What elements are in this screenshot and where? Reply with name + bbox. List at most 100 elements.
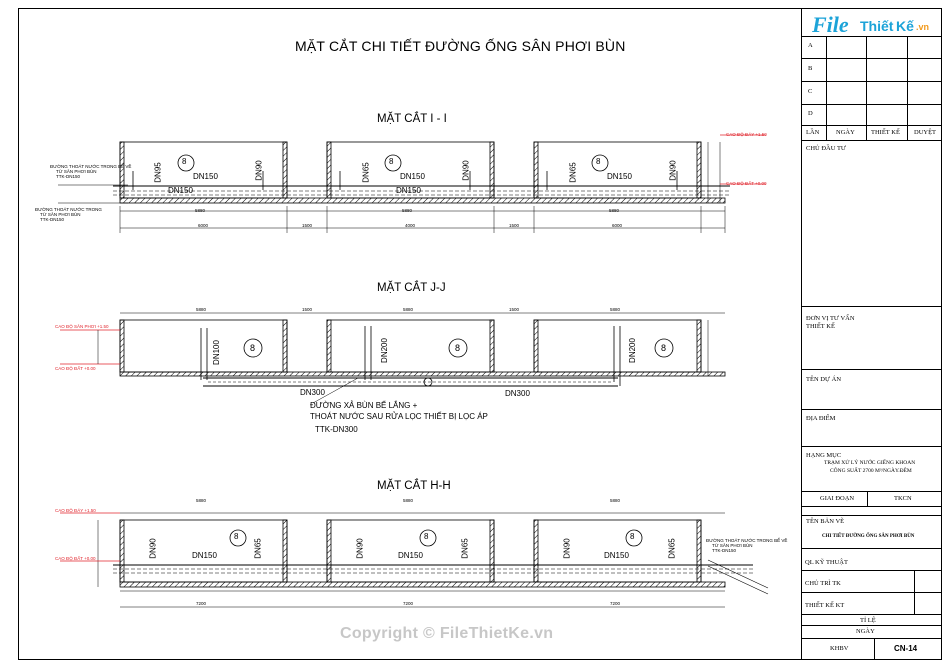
section-j-elev-bot: CAO ĐỘ ĐẤT +0.00 [55,366,96,371]
tb-line [802,306,942,307]
section-h-elev-top: CAO ĐỘ ĐÁY +1.50 [55,508,96,513]
section-j-marker-3: 8 [661,343,667,353]
section-i-drawing [58,134,766,233]
tb-so-ban-ve: CN-14 [894,644,918,653]
tb-vline [867,491,868,506]
section-j-label-dn200-a: DN200 [379,338,389,363]
section-h-marker-3: 8 [630,532,635,541]
section-j-dim-4: 1500 [509,307,520,312]
section-j-marker-2: 8 [455,343,461,353]
tb-col-thiet-ke: THIẾT KẾ [871,129,900,136]
section-i-label-dn65-c: DN65 [568,162,578,183]
section-h-marker-2: 8 [424,532,429,541]
section-h-dim-1: 5880 [196,498,207,503]
section-h-label-dn90-b: DN90 [355,538,365,559]
section-i-elev-bot: CAO ĐỘ ĐẤT +0.00 [726,181,767,186]
section-i-left-note-6: TTK-DN150 [40,217,65,222]
section-j-note-2: THOÁT NƯỚC SAU RỬA LỌC THIẾT BỊ LỌC ÁP [310,412,488,421]
section-i-dim-2: 1500 [302,223,313,228]
section-i-marker-3: 8 [596,157,601,166]
drawing-main-title: MẶT CẮT CHI TIẾT ĐƯỜNG ỐNG SÂN PHƠI BÙN [295,38,626,54]
tb-line [802,491,942,492]
section-i-left-note-5: TỪ SÂN PHƠI BÙN [40,212,81,217]
section-i-dim-6: 5880 [195,208,206,213]
tb-rev-d: D [808,110,813,117]
tb-giai-doan: GIAI ĐOẠN [820,495,855,502]
logo-vn-text: .vn [916,22,930,32]
tb-line [802,125,942,126]
tb-chu-dau-tu: CHỦ ĐẦU TƯ [806,145,846,152]
section-i-left-note-3: TTK-DN150 [56,174,81,179]
section-i-left-note-4: ĐƯỜNG THOÁT NƯỚC TRONG [35,207,102,212]
tb-line [802,515,942,516]
tb-dia-diem: ĐỊA ĐIỂM [806,415,836,422]
tb-line [802,446,942,447]
section-j-dim-3: 5880 [403,307,414,312]
tb-line [802,81,942,82]
section-h-label-dn150-b: DN150 [398,551,423,560]
section-i-title: MẶT CẮT I - I [377,113,447,125]
section-i-dim-1: 6000 [198,223,209,228]
section-i-marker-1: 8 [182,157,187,166]
section-i-label-dn90-c: DN90 [668,160,678,181]
section-h-dim-5: 7200 [403,601,414,606]
section-j-drawing [60,312,726,404]
section-h-label-dn150-c: DN150 [604,551,629,560]
tb-line [802,36,942,37]
tb-rev-c: C [808,88,813,95]
section-h-elev-bot: CAO ĐỘ ĐẤT +0.00 [55,556,96,561]
tb-line [802,548,942,549]
tb-rev-a: A [808,42,813,49]
tb-hang-muc: HẠNG MỤC [806,452,842,459]
tb-ten-ban-ve-val: CHI TIẾT ĐƯỜNG ỐNG SÂN PHƠI BÙN [822,534,915,539]
section-h-drawing [60,512,769,608]
section-h-dim-2: 5880 [403,498,414,503]
section-i-left-note-2: TỪ SÂN PHƠI BÙN [56,169,97,174]
tb-rev-b: B [808,65,813,72]
section-h-right-note-3: TTK-DN150 [712,548,737,553]
section-j-label-dn300-b: DN300 [505,389,530,398]
tb-vline [826,36,827,140]
section-i-label-dn150-e: DN150 [607,172,632,181]
tb-line [802,104,942,105]
tb-chu-tri-tk: CHỦ TRÌ TK [805,580,841,587]
section-i-label-dn150-c: DN150 [400,172,425,181]
section-h-marker-1: 8 [234,532,239,541]
filethietke-logo[interactable]: File Thiết Kế .vn [812,12,932,38]
section-j-title: MẶT CẮT J-J [377,282,446,294]
section-j-label-dn100: DN100 [211,340,221,365]
tb-ngay: NGÀY [856,628,875,635]
section-i-label-dn90-b: DN90 [461,160,471,181]
tb-don-vi-1: ĐƠN VỊ TƯ VẤN [806,315,855,322]
tb-ql-ky-thuat: QL KỸ THUẬT [805,559,848,566]
section-h-label-dn65-c: DN65 [667,538,677,559]
tb-line [802,506,942,507]
section-h-label-dn150-a: DN150 [192,551,217,560]
section-i-label-dn65-b: DN65 [361,162,371,183]
tb-line [802,638,942,639]
section-i-label-dn150-d: DN150 [396,186,421,195]
tb-don-vi-2: THIẾT KẾ [806,323,835,330]
section-i-dim-3: 4000 [405,223,416,228]
section-i-dim-7: 5880 [402,208,413,213]
section-j-dim-2: 1500 [302,307,313,312]
section-h-right-note-2: TỪ SÂN PHƠI BÙN [712,543,753,548]
tb-line [802,140,942,141]
section-h-dim-4: 7200 [196,601,207,606]
drawing-canvas [58,134,769,608]
tb-col-ngay: NGÀY [836,129,855,136]
tb-col-lan: LẦN [806,129,820,136]
section-i-dim-4: 1500 [509,223,520,228]
section-i-label-dn150-b: DN150 [168,186,193,195]
section-i-markers [177,154,609,172]
tb-vline [914,570,915,614]
tb-ti-le: TỈ LỆ [860,617,876,624]
section-h-label-dn65-a: DN65 [253,538,263,559]
copyright-watermark: Copyright © FileThietKe.vn [340,625,554,642]
section-h-label-dn65-b: DN65 [460,538,470,559]
section-h-right-note-1: ĐƯỜNG THOÁT NƯỚC TRONG BỂ VỀ [706,538,788,543]
section-h-dim-6: 7200 [610,601,621,606]
section-h-dim-3: 5880 [610,498,621,503]
tb-line [802,58,942,59]
section-h-markers [229,529,643,547]
